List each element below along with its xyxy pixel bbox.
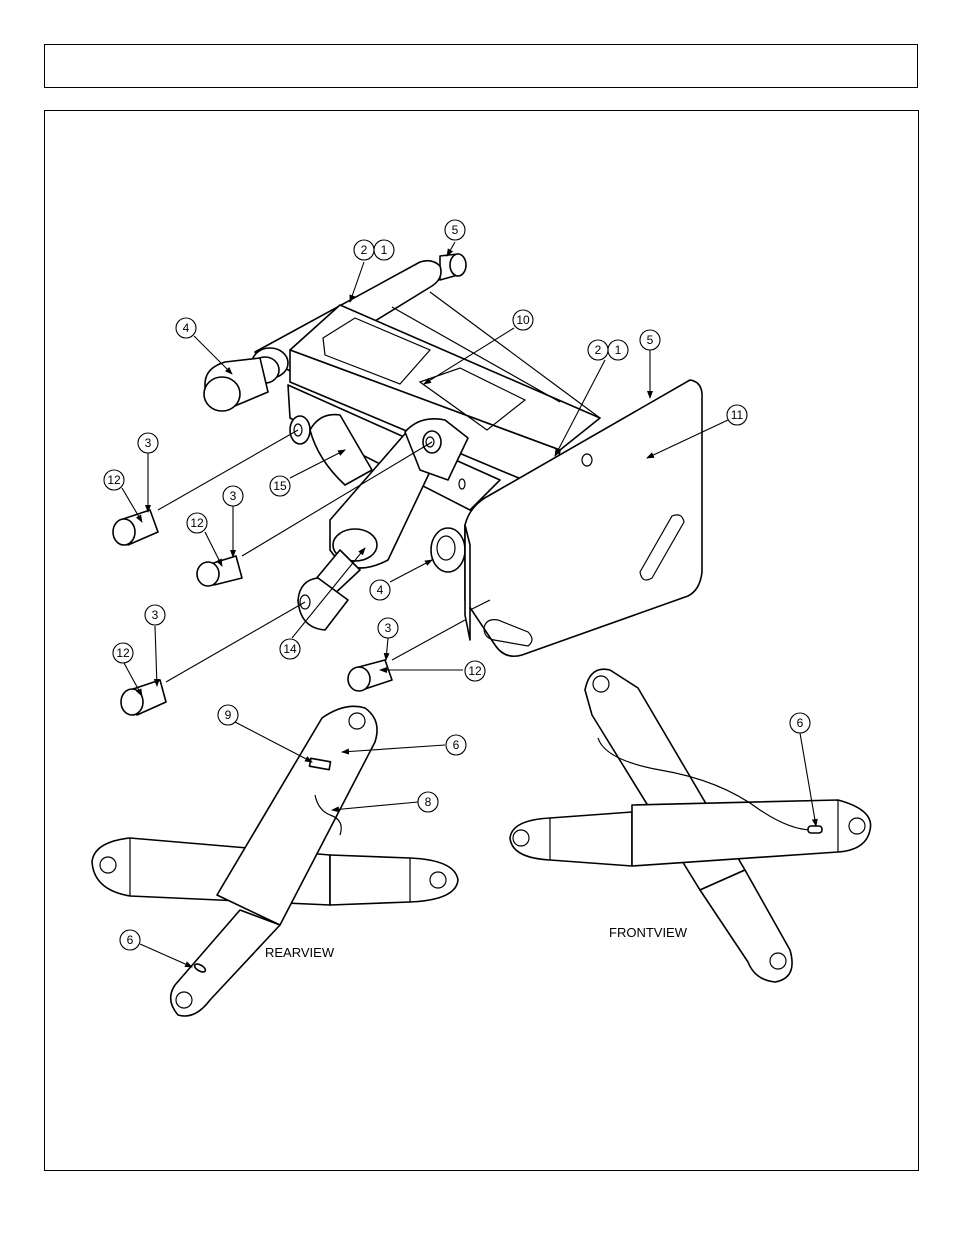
- diagram-frame: [44, 110, 919, 1171]
- callout-12-a: 12: [103, 469, 125, 491]
- svg-text:5: 5: [452, 223, 459, 237]
- svg-text:1: 1: [615, 343, 622, 357]
- front-view: FRONTVIEW: [509, 668, 872, 983]
- svg-text:3: 3: [230, 489, 237, 503]
- callout-12-b: 12: [186, 512, 208, 534]
- callout-12-d: 12: [464, 660, 486, 682]
- callout-3-a: 3: [137, 432, 159, 454]
- svg-text:1: 1: [381, 243, 388, 257]
- pin-top-left: [112, 509, 159, 546]
- callout-6-front: 6: [789, 712, 811, 734]
- callout-3-c: 3: [144, 604, 166, 626]
- svg-text:12: 12: [116, 646, 130, 660]
- header-box: [44, 44, 918, 88]
- callouts: 2 1 5 4 10 2 1 5 11 3 15 12 3 12 3 4 12 …: [103, 219, 811, 951]
- svg-text:2: 2: [595, 343, 602, 357]
- callout-12-c: 12: [112, 642, 134, 664]
- svg-text:4: 4: [183, 321, 190, 335]
- svg-text:2: 2: [361, 243, 368, 257]
- svg-text:14: 14: [283, 642, 297, 656]
- callout-6-rear-bottom: 6: [119, 929, 141, 951]
- callout-3-b: 3: [222, 485, 244, 507]
- pin-lower-left: [120, 679, 167, 716]
- rear-view-label: REARVIEW: [265, 945, 335, 960]
- svg-text:6: 6: [127, 933, 134, 947]
- callout-10: 10: [512, 309, 534, 331]
- callout-9: 9: [217, 704, 239, 726]
- callout-5-right: 5: [639, 329, 661, 351]
- top-assembly: [112, 253, 703, 716]
- rear-view: REARVIEW: [91, 705, 459, 1017]
- svg-text:9: 9: [225, 708, 232, 722]
- callout-3-d: 3: [377, 617, 399, 639]
- callout-2-top: 2: [353, 239, 375, 261]
- svg-text:12: 12: [190, 516, 204, 530]
- svg-text:5: 5: [647, 333, 654, 347]
- svg-text:3: 3: [145, 436, 152, 450]
- callout-1-top: 1: [373, 239, 395, 261]
- svg-text:3: 3: [152, 608, 159, 622]
- svg-text:10: 10: [516, 313, 530, 327]
- svg-text:6: 6: [797, 716, 804, 730]
- callout-1-right: 1: [607, 339, 629, 361]
- front-view-label: FRONTVIEW: [609, 925, 688, 940]
- callout-11: 11: [726, 404, 748, 426]
- svg-text:12: 12: [107, 473, 121, 487]
- svg-text:15: 15: [273, 479, 287, 493]
- callout-14: 14: [279, 638, 301, 660]
- pin-lower-right: [347, 659, 393, 692]
- svg-text:8: 8: [425, 795, 432, 809]
- callout-15: 15: [269, 475, 291, 497]
- svg-text:11: 11: [731, 408, 744, 422]
- pin-mid-left: [196, 555, 243, 587]
- callout-8: 8: [417, 791, 439, 813]
- callout-6-rear-top: 6: [445, 734, 467, 756]
- callout-4-left: 4: [175, 317, 197, 339]
- callout-4-mid: 4: [369, 579, 391, 601]
- svg-text:3: 3: [385, 621, 392, 635]
- svg-text:4: 4: [377, 583, 384, 597]
- leader-lines: [121, 241, 818, 968]
- svg-text:12: 12: [468, 664, 482, 678]
- callout-2-right: 2: [587, 339, 609, 361]
- svg-text:6: 6: [453, 738, 460, 752]
- callout-5-top: 5: [444, 219, 466, 241]
